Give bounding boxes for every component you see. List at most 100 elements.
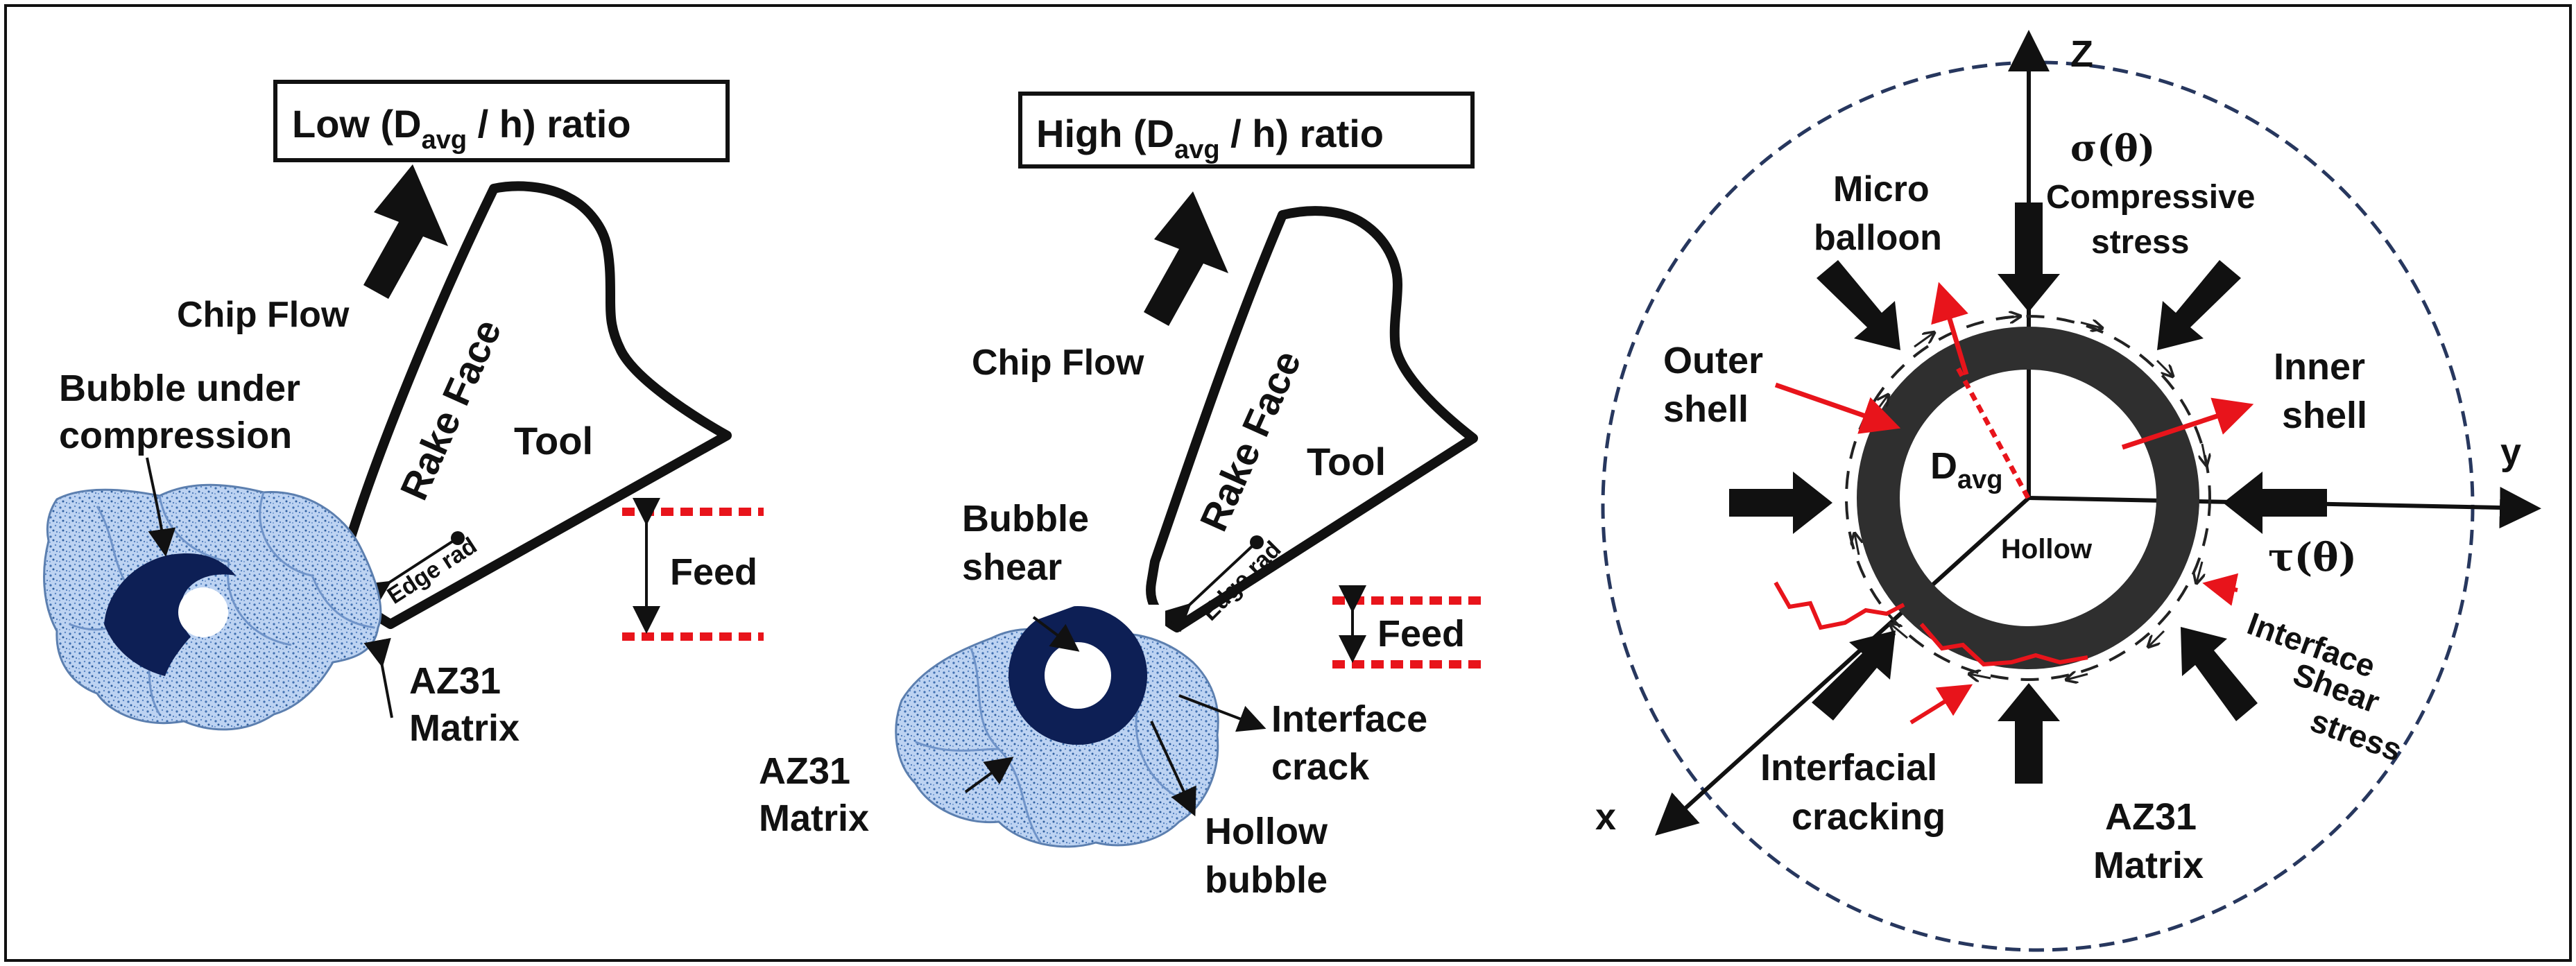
compression-arrow-top: [1998, 202, 2060, 312]
svg-text:crack: crack: [1271, 746, 1370, 788]
middle-chip-flow-arrow: [1144, 191, 1228, 326]
middle-tool-label: Tool: [1307, 440, 1386, 483]
left-bubble-label-1: Bubble under: [59, 368, 300, 409]
left-title-box: [273, 80, 730, 162]
compressive-label-1: Compressive: [2046, 179, 2255, 216]
svg-text:compression: compression: [59, 415, 292, 456]
svg-text:stress: stress: [2091, 224, 2189, 261]
left-matrix-label-2: Matrix: [409, 707, 520, 749]
inner-shell-label-1: Inner: [2274, 346, 2365, 388]
z-axis-label: Z: [2070, 33, 2093, 75]
middle-hollow-label-1: Hollow: [1205, 811, 1328, 852]
tau-label: τ(θ): [2268, 535, 2357, 580]
middle-edge-rad-dot: [1250, 535, 1264, 549]
middle-matrix-label-1: AZ31: [759, 750, 850, 792]
svg-text:cracking: cracking: [1792, 796, 1946, 838]
middle-bubble-shear-cut: [1015, 603, 1165, 628]
middle-matrix-pointer: [964, 757, 1014, 793]
panel-right: Z y x: [1595, 30, 2541, 952]
left-tool-label: Tool: [514, 419, 593, 463]
left-edge-rad-line: [361, 540, 454, 608]
svg-text:Micro: Micro: [1833, 169, 1930, 209]
middle-tool-outline: [1146, 206, 1478, 632]
left-matrix-label-1: AZ31: [409, 660, 501, 702]
figure-frame: [4, 4, 2572, 962]
svg-text:balloon: balloon: [1814, 218, 1942, 258]
svg-text:AZ31: AZ31: [2105, 796, 2197, 838]
middle-matrix-label-2: Matrix: [759, 797, 869, 839]
middle-hollow-pointer: [1150, 721, 1196, 817]
svg-text:shell: shell: [1663, 388, 1749, 430]
middle-bubble-label-1: Bubble: [962, 498, 1089, 540]
left-bubble-hollow: [178, 587, 228, 637]
outer-shell-label-2: shell: [1663, 388, 1749, 430]
middle-crack-label-2: crack: [1271, 746, 1370, 788]
cracking-label-1: Interfacial: [1760, 747, 1937, 788]
left-bubble-pointer: [146, 457, 176, 557]
compression-arrows: [1729, 202, 2327, 784]
cracking-label-2: cracking: [1792, 796, 1946, 838]
left-feed-label: Feed: [670, 551, 757, 593]
outer-shell-pointer: [1774, 382, 1901, 434]
middle-title-suffix: / h) ratio: [1220, 112, 1384, 155]
davg-sub: avg: [1957, 465, 2002, 494]
svg-text:Hollow: Hollow: [1205, 811, 1328, 852]
svg-text:shell: shell: [2282, 395, 2367, 436]
left-chip-flow-label: Chip Flow: [177, 295, 350, 335]
panel-left: Low (Davg / h) ratio Chip Flow Rake Face…: [43, 80, 764, 749]
interfacial-crack-bottom: [1919, 623, 2088, 667]
svg-text:AZ31: AZ31: [759, 750, 850, 792]
inner-shell-pointer: [2121, 397, 2254, 450]
middle-bubble-shear-pointer: [1032, 616, 1080, 652]
compression-arrow-left: [1729, 472, 1832, 534]
compression-arrow-top-right: [2157, 260, 2241, 350]
svg-text:Matrix: Matrix: [759, 797, 869, 839]
hollow-label: Hollow: [2001, 534, 2093, 564]
svg-text:shear: shear: [962, 546, 1062, 588]
middle-title-prefix: High (D: [1036, 112, 1174, 155]
micro-balloon-shell: [1857, 327, 2199, 669]
svg-text:Matrix: Matrix: [409, 707, 520, 749]
middle-hollow-label-2: bubble: [1205, 859, 1328, 901]
right-matrix-label-2: Matrix: [2093, 845, 2204, 886]
compressive-label-2: stress: [2091, 224, 2189, 261]
middle-hollow-bubble-core: [1045, 642, 1111, 709]
svg-text:bubble: bubble: [1205, 859, 1328, 901]
middle-edge-rad-line: [1161, 544, 1254, 632]
middle-crack-label-1: Interface: [1271, 698, 1427, 740]
middle-title-box: [1018, 92, 1475, 169]
outer-shell-label-1: Outer: [1663, 340, 1763, 381]
svg-text:Bubble: Bubble: [962, 498, 1089, 540]
middle-feed-label: Feed: [1377, 613, 1465, 655]
sigma-label: σ(θ): [2070, 128, 2155, 170]
left-title-sub: avg: [422, 126, 467, 155]
panel-middle: High (Davg / h) ratio Chip Flow Rake Fac…: [759, 92, 1484, 901]
svg-text:Inner: Inner: [2274, 346, 2365, 388]
micro-balloon-label-1: Micro: [1833, 169, 1930, 209]
svg-text:Interfacial: Interfacial: [1760, 747, 1937, 788]
davg-radius-line: [1955, 367, 2031, 499]
shell-outer-dash: [1845, 315, 2211, 681]
svg-text:Compressive: Compressive: [2046, 179, 2255, 216]
micro-balloon-label-2: balloon: [1814, 218, 1942, 258]
svg-text:AZ31: AZ31: [409, 660, 501, 702]
compression-arrow-bottom: [1998, 683, 2060, 784]
left-compressed-bubble: [104, 553, 236, 676]
middle-bubble-label-2: shear: [962, 546, 1062, 588]
left-title-suffix: / h) ratio: [467, 102, 630, 146]
left-title-prefix: Low (D: [292, 102, 422, 146]
left-bubble-label-2: compression: [59, 415, 292, 456]
svg-text:High (Davg / h) ratio: High (Davg / h) ratio: [1036, 112, 1384, 164]
left-chip-flow-arrow: [363, 164, 448, 299]
svg-text:Outer: Outer: [1663, 340, 1763, 381]
compression-arrow-bottom-right: [2181, 627, 2258, 721]
x-axis: [1655, 496, 2031, 836]
svg-text:Low (Davg / h) ratio: Low (Davg / h) ratio: [292, 102, 631, 155]
svg-text:Davg: Davg: [1930, 445, 2002, 494]
svg-text:Bubble under: Bubble under: [59, 368, 300, 409]
compression-arrow-right: [2223, 472, 2327, 534]
compression-arrow-top-left: [1817, 260, 1900, 350]
svg-text:Matrix: Matrix: [2093, 845, 2204, 886]
right-matrix-label-1: AZ31: [2105, 796, 2197, 838]
